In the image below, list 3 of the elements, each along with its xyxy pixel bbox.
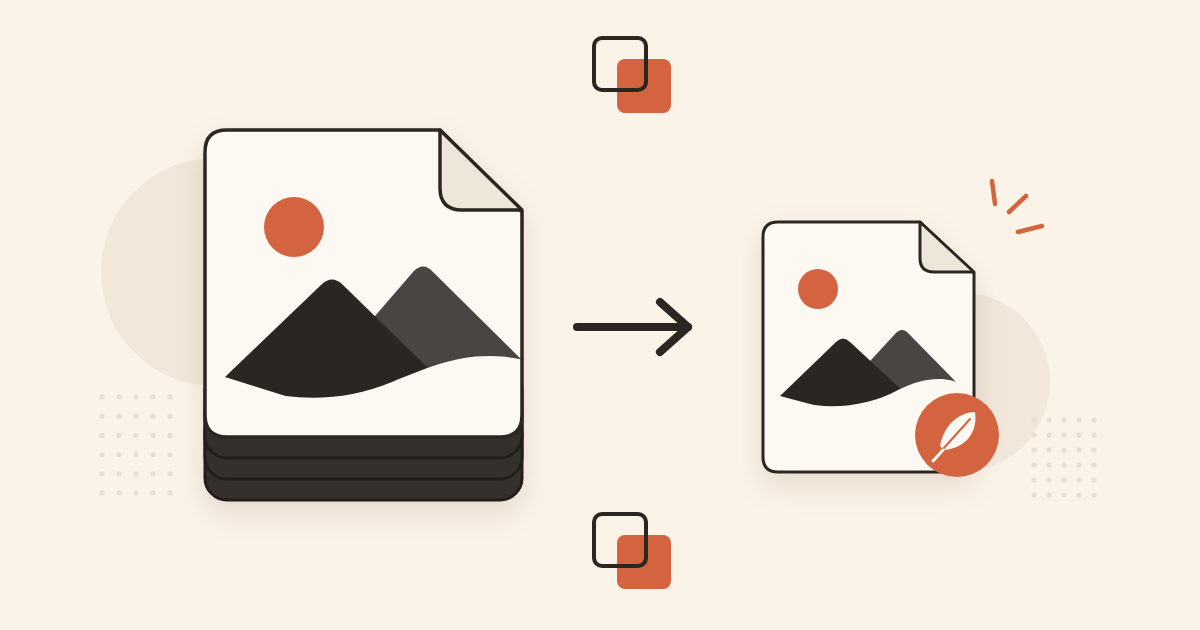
image-file-stack-illustration (203, 128, 524, 502)
image-file-illustration (761, 220, 976, 474)
arrow (573, 298, 692, 356)
